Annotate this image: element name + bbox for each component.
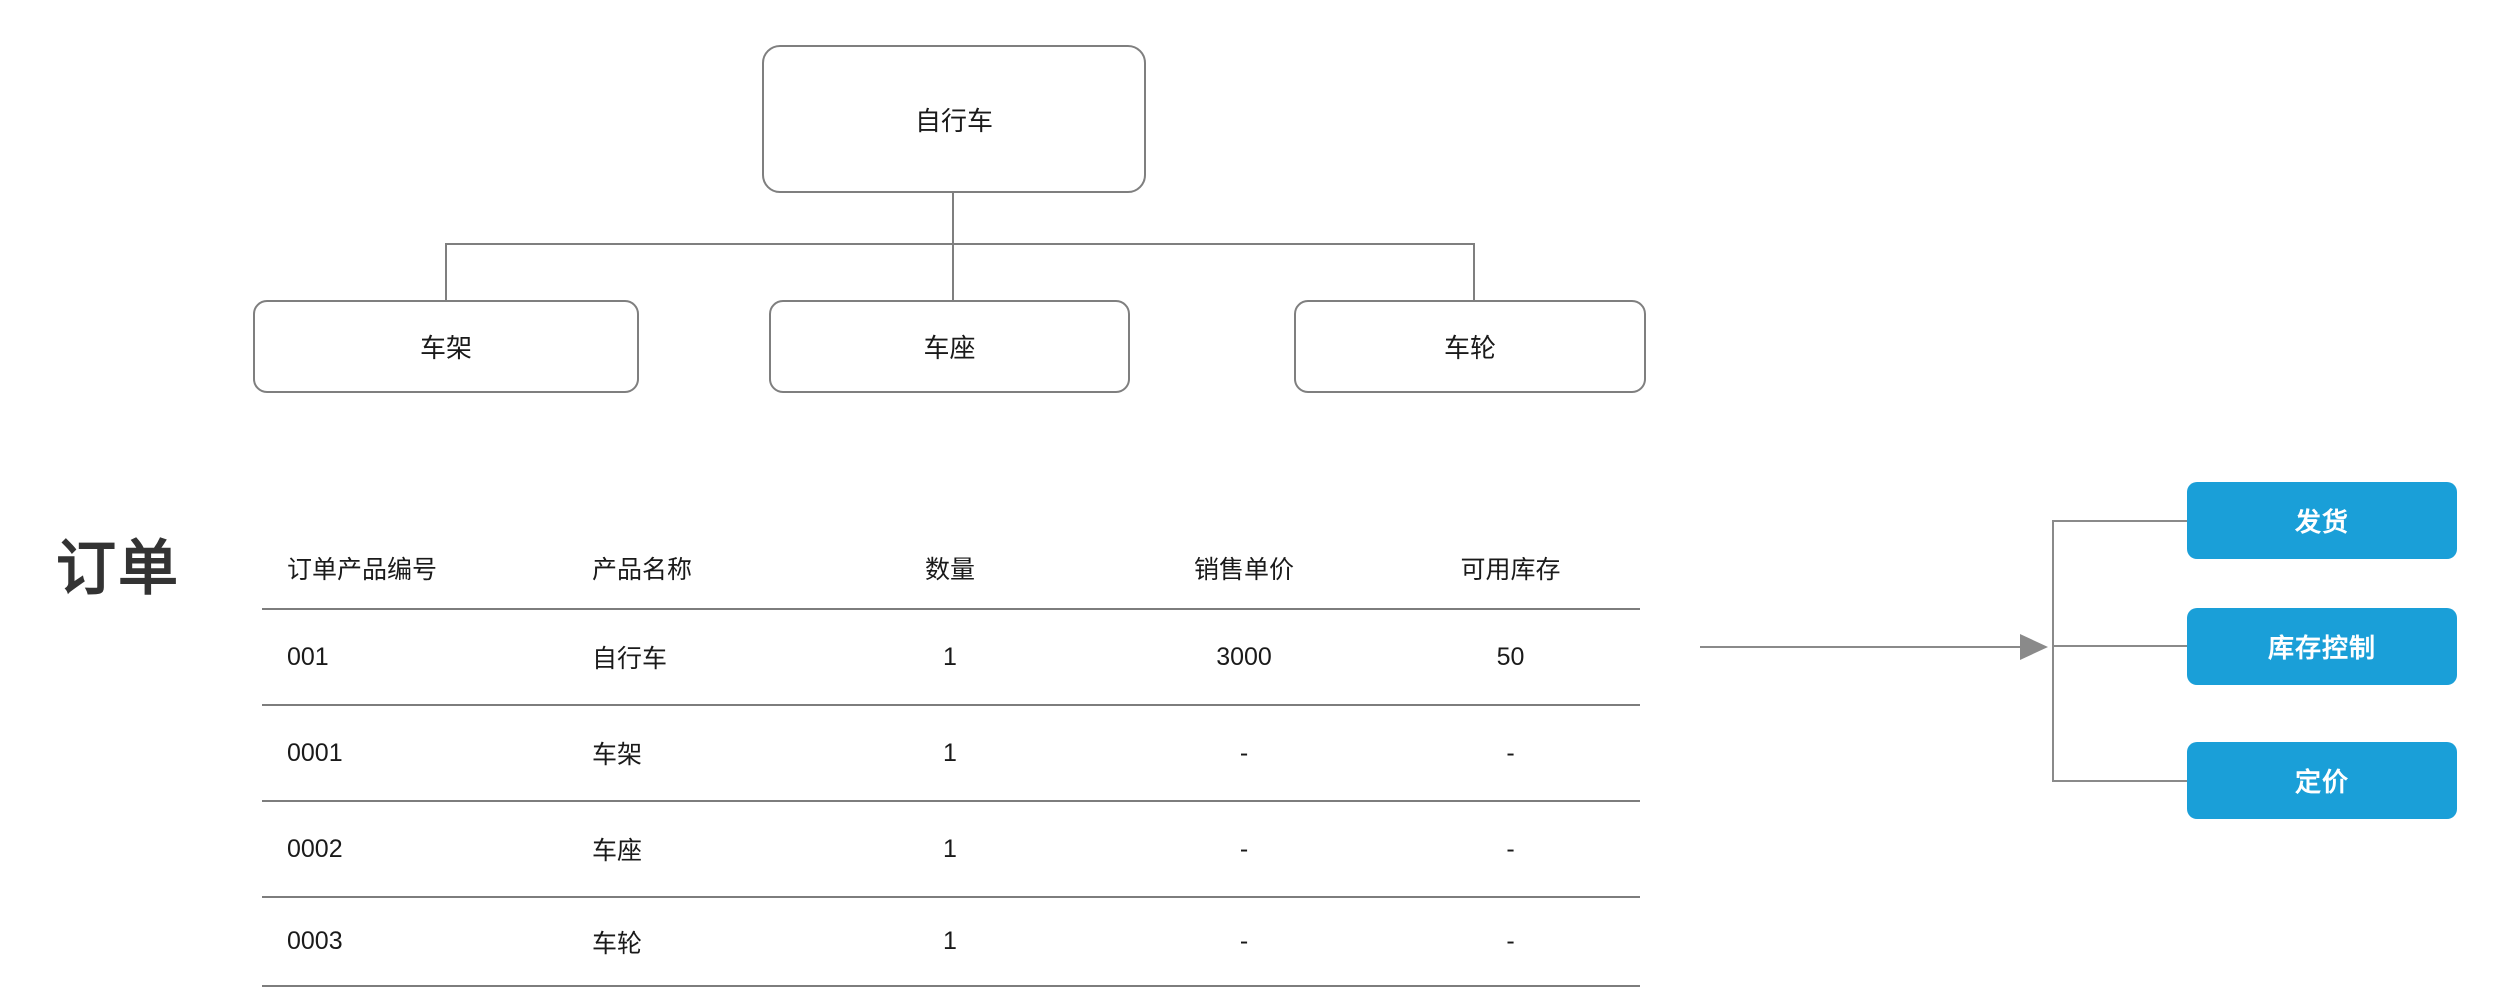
bracket-stub-top [2052,520,2187,522]
bracket-stub-middle [2052,645,2187,647]
flow-arrow-line [1700,646,2022,648]
action-box-label: 库存控制 [2267,633,2376,663]
cell-quantity: 1 [943,738,957,767]
cell-unit-price: 3000 [1216,642,1272,671]
table-row: 0001 车架 1 - - [262,706,1640,802]
table-row: 001 自行车 1 3000 50 [262,610,1640,706]
order-title: 订单 [56,535,180,602]
cell-unit-price: - [1239,834,1249,863]
cell-product-code: 0002 [287,834,343,863]
tree-node-label: 自行车 [914,105,993,136]
order-table: 订单产品编号 产品名称 数量 销售单价 可用库存 001 自行车 1 3000 … [262,528,1640,987]
cell-product-name: 车架 [592,741,643,769]
table-row: 0003 车轮 1 - - [262,898,1640,987]
connector-line-horizontal [445,243,1475,245]
tree-node-label: 车架 [419,333,472,363]
cell-product-code: 0001 [287,738,343,767]
connector-line-drop-right [1473,243,1475,300]
cell-unit-price: - [1239,927,1249,955]
tree-node-label: 车座 [923,333,976,363]
bracket-vertical-line [2052,520,2054,782]
cell-product-name: 车轮 [592,929,643,958]
connector-line-drop-left [445,243,447,300]
cell-quantity: 1 [943,927,957,955]
header-cell-quantity: 数量 [924,556,975,584]
cell-quantity: 1 [943,642,957,671]
bracket-stub-bottom [2052,780,2187,782]
cell-product-code: 0003 [287,927,343,955]
tree-node-bicycle: 自行车 [762,45,1146,193]
header-cell-product-code: 订单产品编号 [287,556,438,584]
tree-node-label: 车轮 [1443,333,1496,363]
cell-available-stock: 50 [1496,642,1525,671]
cell-product-name: 自行车 [592,645,668,673]
action-box-inventory-control: 库存控制 [2187,608,2457,685]
connector-line-drop-middle [952,243,954,300]
cell-available-stock: - [1506,738,1515,767]
tree-node-seat: 车座 [769,300,1130,393]
cell-quantity: 1 [943,834,957,863]
action-box-label: 发货 [2294,507,2349,537]
cell-unit-price: - [1239,738,1249,767]
table-row: 0002 车座 1 - - [262,802,1640,898]
header-cell-unit-price: 销售单价 [1193,556,1294,584]
tree-node-wheel: 车轮 [1294,300,1646,393]
connector-line-root [952,193,954,243]
cell-available-stock: - [1506,927,1515,955]
table-header-row: 订单产品编号 产品名称 数量 销售单价 可用库存 [262,528,1640,610]
tree-node-frame: 车架 [253,300,639,393]
action-box-label: 定价 [2294,767,2349,797]
action-box-shipping: 发货 [2187,482,2457,559]
header-cell-product-name: 产品名称 [592,556,693,584]
action-box-pricing: 定价 [2187,742,2457,819]
cell-available-stock: - [1506,834,1515,863]
flow-arrow-head-icon [2020,634,2048,660]
cell-product-name: 车座 [592,837,643,865]
header-cell-available-stock: 可用库存 [1460,556,1561,584]
cell-product-code: 001 [287,642,329,671]
